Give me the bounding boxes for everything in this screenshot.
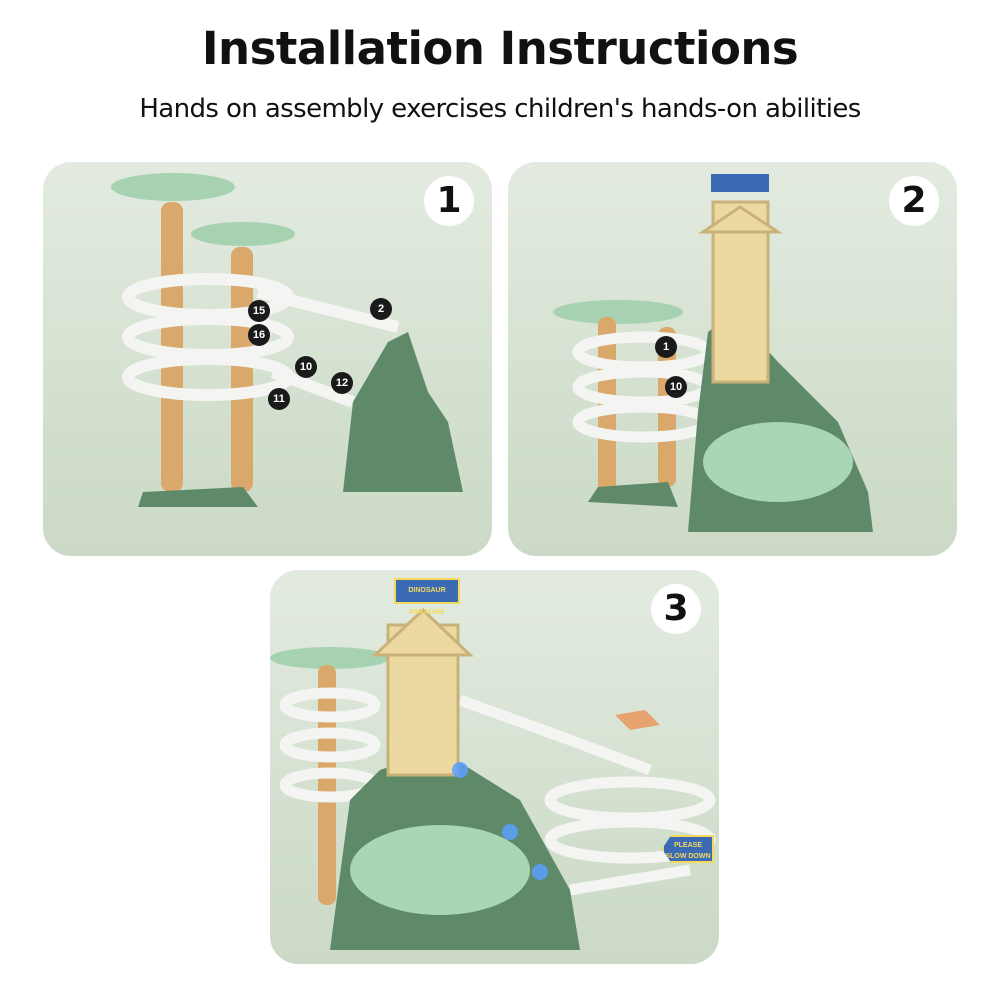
step-label-12: 12: [331, 372, 353, 394]
dinosaur-paradise-sign: DINOSAUR PARADISE: [394, 578, 460, 616]
step-2-illustration: [553, 174, 873, 532]
step-number-badge: 1: [424, 176, 474, 226]
step-label-11: 11: [268, 388, 290, 410]
step-label-10: 10: [665, 376, 687, 398]
slow-down-sign: PLEASE SLOW DOWN: [662, 835, 714, 863]
step-label-16: 16: [248, 324, 270, 346]
step-3-panel: DINOSAUR PARADISE PLEASE SLOW DOWN 3: [270, 570, 719, 964]
page-title: Installation Instructions: [201, 22, 799, 75]
step-label-15: 15: [248, 300, 270, 322]
step-1-panel: 15 16 2 10 11 12 1: [43, 162, 492, 556]
step-label-10: 10: [295, 356, 317, 378]
step-label-1: 1: [655, 336, 677, 358]
step-number-badge: 2: [889, 176, 939, 226]
page-subtitle: Hands on assembly exercises children's h…: [139, 94, 861, 124]
step-number-badge: 3: [651, 584, 701, 634]
step-label-2: 2: [370, 298, 392, 320]
step-2-panel: 1 10 2: [508, 162, 957, 556]
step-1-illustration: [111, 173, 463, 507]
step-3-illustration: [270, 607, 716, 950]
